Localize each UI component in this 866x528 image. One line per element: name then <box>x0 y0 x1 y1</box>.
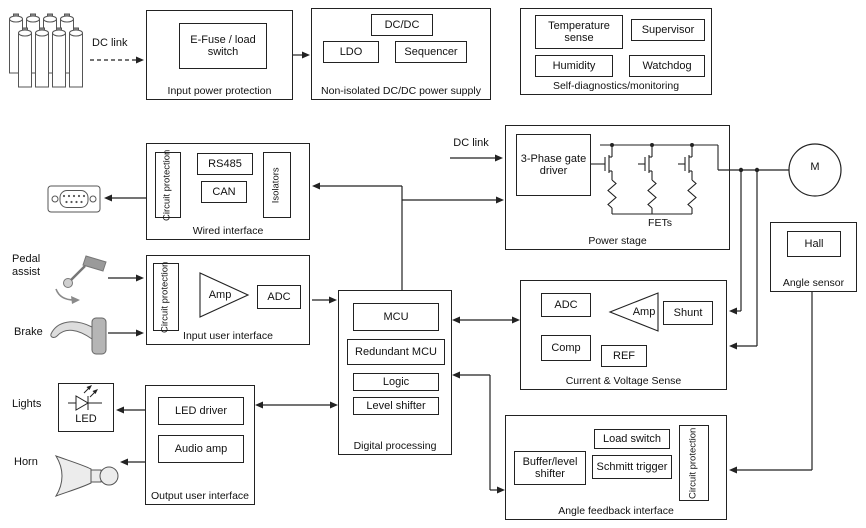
db9-connector-icon <box>47 185 101 213</box>
horn-label: Horn <box>14 456 38 468</box>
gate-driver-box: 3-Phase gate driver <box>516 134 591 196</box>
output-user-interface-caption: Output user interface <box>150 490 250 502</box>
diagnostics-caption: Self-diagnostics/monitoring <box>552 80 680 92</box>
sense-amp-label: Amp <box>632 306 656 318</box>
current-voltage-sense-block: ADC Amp Shunt Comp REF Current & Voltage… <box>520 280 727 390</box>
input-circuit-protection-label: Circuit protection <box>159 261 171 333</box>
wired-interface-caption: Wired interface <box>192 225 264 237</box>
led-driver-box: LED driver <box>158 397 244 425</box>
digital-processing-block: MCU Redundant MCU Logic Level shifter Di… <box>338 290 452 455</box>
angle-feedback-interface-block: Load switch Buffer/level shifter Schmitt… <box>505 415 727 520</box>
dcdc-supply-block: DC/DC LDO Sequencer Non-isolated DC/DC p… <box>311 8 491 100</box>
fet-symbols-icon <box>590 143 719 215</box>
supervisor-box: Supervisor <box>631 19 705 41</box>
comp-box: Comp <box>541 335 591 361</box>
dcdc-box: DC/DC <box>371 14 433 36</box>
input-amp-label: Amp <box>208 289 232 301</box>
angle-sensor-block: Hall Angle sensor <box>770 222 857 292</box>
temperature-sense-box: Temperature sense <box>535 15 623 49</box>
input-power-protection-caption: Input power protection <box>167 85 272 97</box>
can-box: CAN <box>201 181 247 203</box>
ref-box: REF <box>601 345 647 367</box>
motor-label: M <box>810 161 820 173</box>
sense-adc-box: ADC <box>541 293 591 317</box>
pedal-icon <box>55 255 107 304</box>
hall-box: Hall <box>787 231 841 257</box>
shunt-box: Shunt <box>663 301 713 325</box>
power-stage-caption: Power stage <box>588 235 647 247</box>
angle-sensor-caption: Angle sensor <box>782 277 845 289</box>
wired-interface-block: Circuit protection RS485 CAN Isolators W… <box>146 143 310 240</box>
angle-feedback-interface-caption: Angle feedback interface <box>558 505 674 517</box>
efuse-load-switch-box: E-Fuse / load switch <box>179 23 267 69</box>
input-circuit-protection-box: Circuit protection <box>153 261 179 333</box>
output-user-interface-block: LED driver Audio amp Output user interfa… <box>145 385 255 505</box>
input-amp-triangle <box>199 272 250 318</box>
sequencer-box: Sequencer <box>395 41 467 63</box>
input-user-interface-block: Circuit protection Amp ADC Input user in… <box>146 255 310 345</box>
redundant-mcu-box: Redundant MCU <box>347 339 445 365</box>
amp-triangle-icons <box>199 272 659 332</box>
power-stage-block: 3-Phase gate driver FETs Power stage <box>505 125 730 250</box>
led-box <box>58 383 114 432</box>
current-voltage-sense-caption: Current & Voltage Sense <box>565 375 682 387</box>
connection-lines <box>90 51 813 494</box>
input-power-protection-block: E-Fuse / load switch Input power protect… <box>146 10 293 100</box>
wired-circuit-protection-box: Circuit protection <box>155 149 181 221</box>
diagnostics-block: Temperature sense Supervisor Humidity Wa… <box>520 8 712 95</box>
digital-processing-caption: Digital processing <box>353 440 437 452</box>
dc-link-power-label: DC link <box>453 137 489 149</box>
sense-amp-triangle <box>608 292 659 332</box>
horn-icon <box>54 455 119 497</box>
brake-label: Brake <box>14 326 43 338</box>
load-switch-box: Load switch <box>594 429 670 449</box>
feedback-circuit-protection-box: Circuit protection <box>679 425 709 501</box>
ldo-box: LDO <box>323 41 379 63</box>
battery-pack-icon <box>9 13 83 88</box>
audio-amp-box: Audio amp <box>158 435 244 463</box>
dcdc-supply-caption: Non-isolated DC/DC power supply <box>321 85 481 97</box>
feedback-circuit-protection-label: Circuit protection <box>687 427 699 499</box>
input-user-interface-caption: Input user interface <box>183 330 273 342</box>
pedal-assist-label: Pedal assist <box>12 253 41 279</box>
level-shifter-box: Level shifter <box>353 397 439 415</box>
arrowheads <box>104 51 760 494</box>
dc-link-label: DC link <box>92 37 128 49</box>
isolators-label: Isolators <box>270 167 282 203</box>
brake-lever-icon <box>50 317 107 355</box>
led-label: LED <box>75 413 97 425</box>
schmitt-trigger-box: Schmitt trigger <box>592 455 672 479</box>
input-adc-box: ADC <box>257 285 301 309</box>
watchdog-box: Watchdog <box>629 55 705 77</box>
lights-label: Lights <box>12 398 42 410</box>
wired-circuit-protection-label: Circuit protection <box>161 149 173 221</box>
fets-label: FETs <box>648 217 672 229</box>
mcu-box: MCU <box>353 303 439 331</box>
led-symbol-icon <box>68 385 102 411</box>
buffer-level-shifter-box: Buffer/level shifter <box>514 451 586 485</box>
rs485-box: RS485 <box>197 153 253 175</box>
humidity-box: Humidity <box>535 55 613 77</box>
isolators-box: Isolators <box>263 152 291 218</box>
logic-box: Logic <box>353 373 439 391</box>
